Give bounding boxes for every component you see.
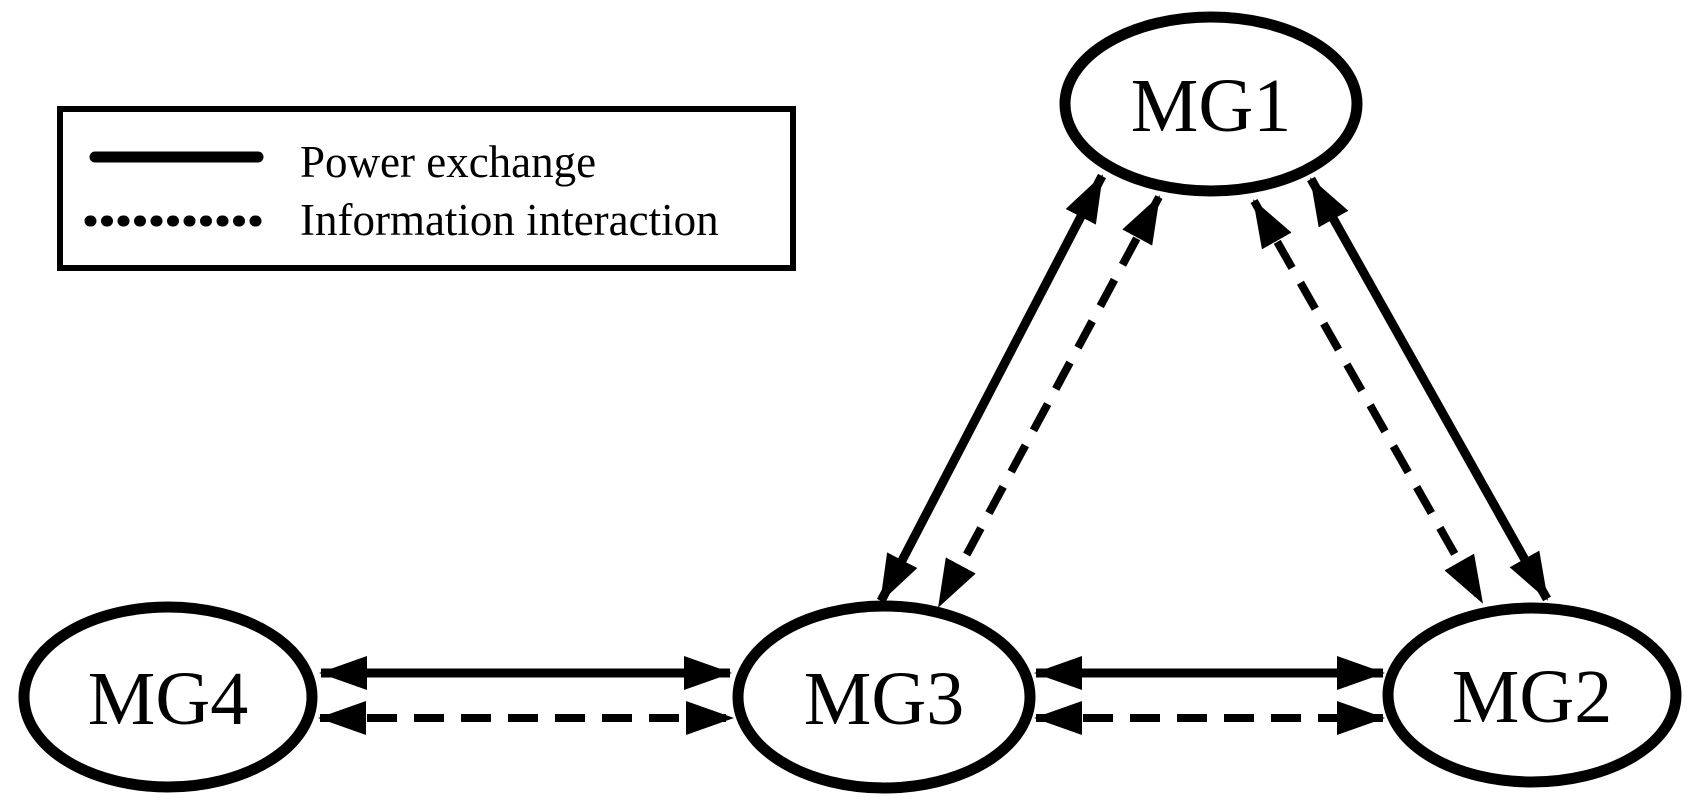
- node-mg1-label: MG1: [1131, 64, 1291, 148]
- node-mg1-ellipse: [1059, 11, 1363, 197]
- legend-border: [57, 106, 796, 271]
- node-mg4: MG4: [18, 601, 318, 793]
- legend-label-power-exchange: Power exchange: [300, 137, 596, 187]
- node-mg2-ellipse: [1382, 602, 1682, 788]
- node-mg3-ellipse: [732, 600, 1036, 794]
- edge-mg1-mg3-power: [877, 173, 1106, 604]
- edge-mg1-mg2-information: [1250, 199, 1486, 604]
- edge-mg1-mg3-information: [935, 195, 1163, 608]
- node-mg2-label: MG2: [1452, 655, 1612, 739]
- edge-mg1-mg2-power: [1307, 176, 1551, 602]
- legend-label-information-interaction: Information interaction: [300, 195, 719, 245]
- node-mg2: MG2: [1382, 602, 1682, 788]
- node-mg4-label: MG4: [88, 657, 248, 741]
- node-mg3: MG3: [732, 600, 1036, 794]
- node-mg4-ellipse: [18, 601, 318, 793]
- node-mg1: MG1: [1059, 11, 1363, 197]
- legend: Power exchange Information interaction: [57, 106, 796, 271]
- node-mg3-label: MG3: [804, 657, 964, 741]
- edges: [318, 173, 1551, 735]
